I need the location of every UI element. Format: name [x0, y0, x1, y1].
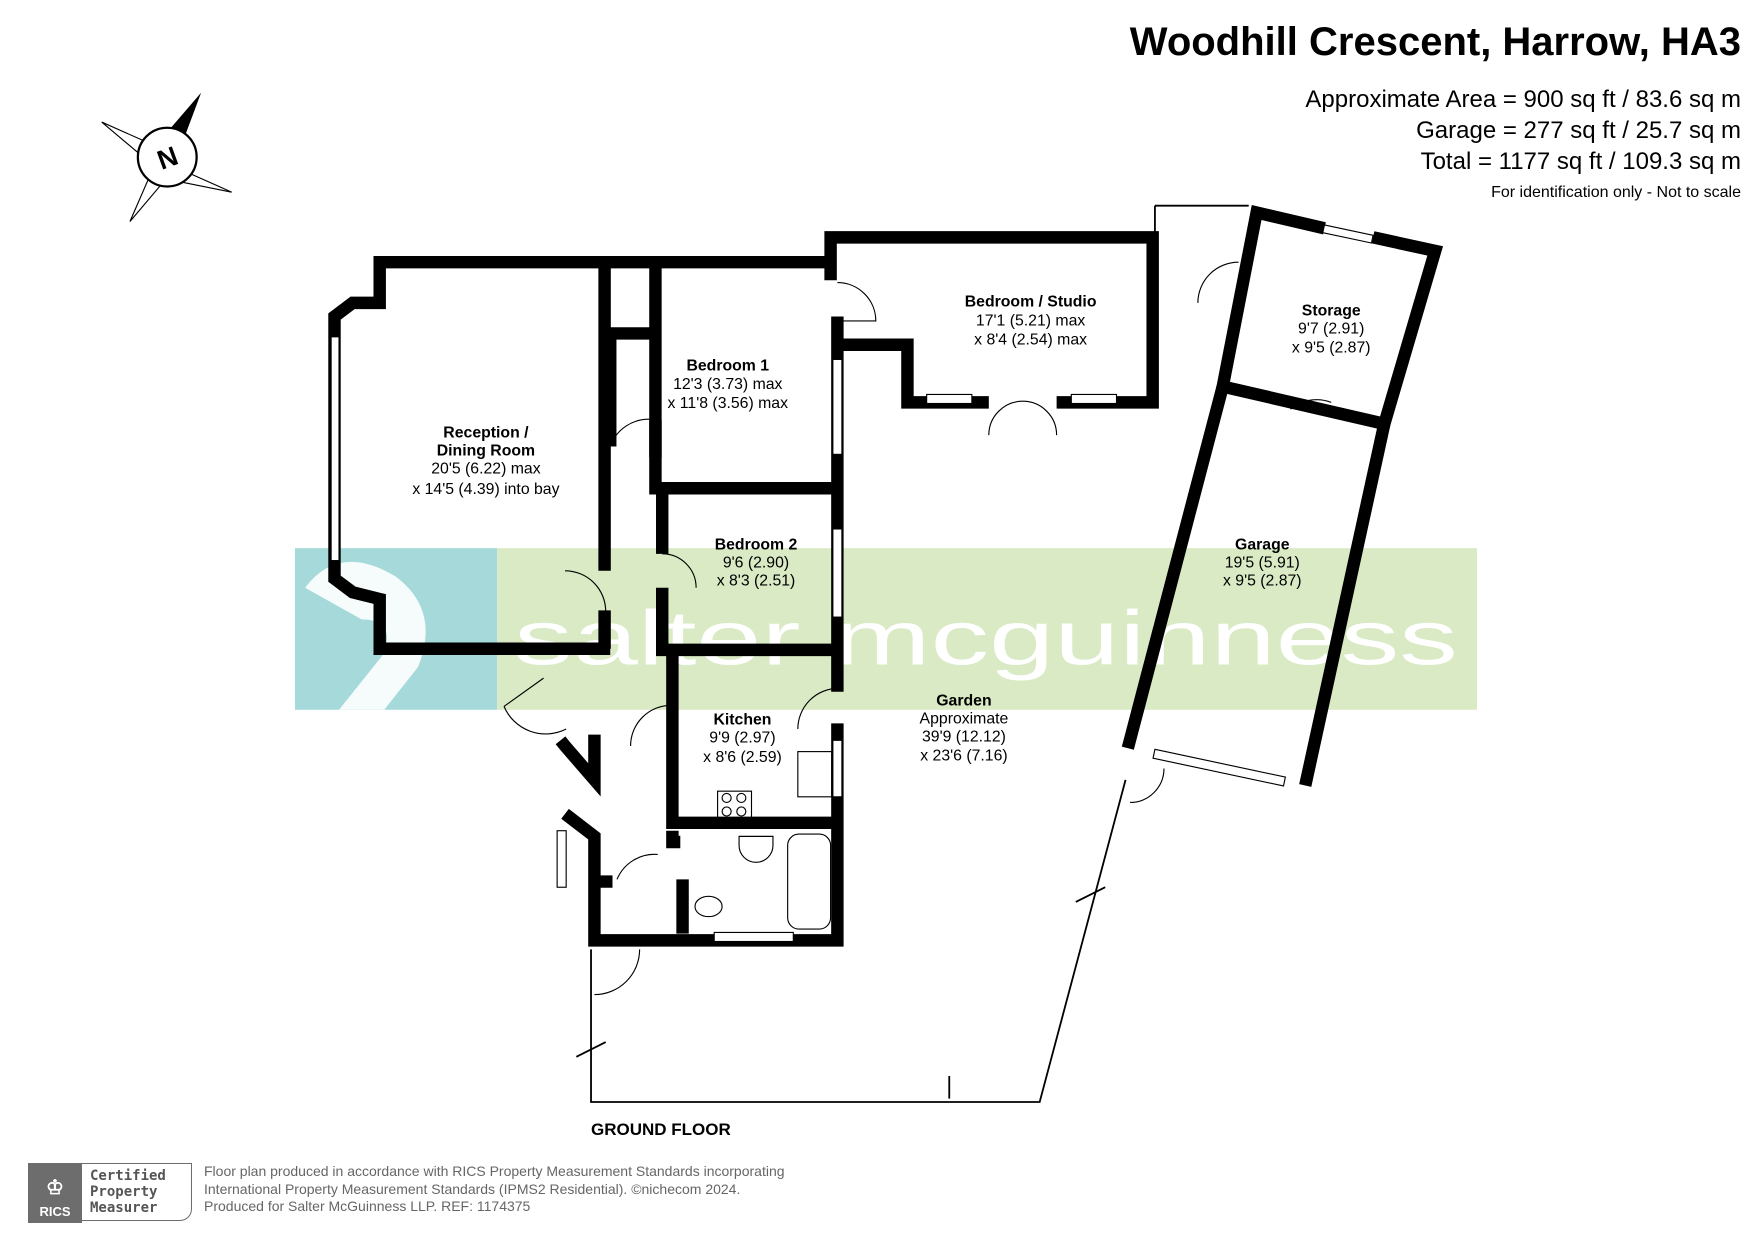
svg-text:19'5 (5.91): 19'5 (5.91) [1225, 554, 1300, 571]
svg-text:Garage: Garage [1235, 536, 1290, 553]
room-label-bedroom-2: Bedroom 2 9'6 (2.90) x 8'3 (2.51) [715, 536, 798, 589]
watermark-text: salter mcguinness [514, 596, 1458, 682]
approximate-area: Approximate Area = 900 sq ft / 83.6 sq m [1305, 86, 1741, 113]
compass-north-icon: N [101, 92, 232, 222]
window [832, 739, 843, 798]
svg-text:17'1 (5.21) max: 17'1 (5.21) max [976, 313, 1085, 330]
svg-text:Reception /: Reception / [443, 424, 529, 441]
svg-text:x 9'5 (2.87): x 9'5 (2.87) [1292, 340, 1371, 357]
bay-window [330, 336, 340, 562]
svg-text:20'5 (6.22) max: 20'5 (6.22) max [431, 461, 540, 478]
svg-text:12'3 (3.73) max: 12'3 (3.73) max [673, 376, 782, 393]
certified-measurer-badge: Certified Property Measurer [82, 1163, 192, 1221]
svg-text:Kitchen: Kitchen [713, 711, 771, 728]
svg-text:x 23'6 (7.16): x 23'6 (7.16) [920, 748, 1007, 765]
svg-text:Approximate: Approximate [920, 710, 1009, 727]
svg-text:x 11'8 (3.56) max: x 11'8 (3.56) max [668, 395, 789, 412]
svg-text:x 8'4 (2.54) max: x 8'4 (2.54) max [974, 332, 1087, 349]
bath-icon [787, 833, 832, 930]
basin-icon [738, 835, 774, 863]
floor-label: GROUND FLOOR [591, 1120, 731, 1139]
room-label-garden: Garden Approximate 39'9 (12.12) x 23'6 (… [920, 692, 1009, 764]
room-label-garage: Garage 19'5 (5.91) x 9'5 (2.87) [1223, 536, 1302, 589]
svg-text:x 8'6 (2.59): x 8'6 (2.59) [703, 749, 782, 766]
svg-text:Bedroom 1: Bedroom 1 [686, 358, 769, 375]
window [713, 931, 794, 943]
room-label-storage: Storage 9'7 (2.91) x 9'5 (2.87) [1292, 302, 1371, 356]
door-swings [503, 261, 1332, 996]
property-title: Woodhill Crescent, Harrow, HA3 [1129, 20, 1741, 64]
kitchen-fixtures [694, 751, 833, 930]
svg-text:Dining Room: Dining Room [437, 442, 535, 459]
window [832, 358, 843, 455]
svg-text:x 14'5 (4.39) into bay: x 14'5 (4.39) into bay [412, 481, 559, 498]
toilet-icon [694, 895, 723, 918]
window [832, 528, 843, 618]
garage-storage-walls [1121, 204, 1444, 787]
svg-text:x 9'5 (2.87): x 9'5 (2.87) [1223, 572, 1302, 589]
room-label-kitchen: Kitchen 9'9 (2.97) x 8'6 (2.59) [703, 711, 782, 765]
svg-text:Storage: Storage [1302, 302, 1361, 319]
room-label-bedroom-1: Bedroom 1 12'3 (3.73) max x 11'8 (3.56) … [668, 358, 789, 412]
window [1070, 393, 1118, 405]
window [556, 830, 567, 888]
garden-boundary-lower [590, 779, 1127, 1103]
rics-logo: ♔ RICS [28, 1163, 82, 1223]
scale-note: For identification only - Not to scale [1491, 184, 1741, 201]
svg-text:9'7 (2.91): 9'7 (2.91) [1298, 320, 1364, 337]
room-label-reception: Reception / Dining Room 20'5 (6.22) max … [412, 424, 559, 498]
window [926, 393, 973, 405]
svg-text:Garden: Garden [936, 692, 991, 709]
footer-disclaimer: Floor plan produced in accordance with R… [204, 1163, 785, 1214]
svg-text:x 8'3 (2.51): x 8'3 (2.51) [717, 572, 796, 589]
svg-text:39'9 (12.12): 39'9 (12.12) [922, 728, 1006, 745]
room-label-bedroom-studio: Bedroom / Studio 17'1 (5.21) max x 8'4 (… [965, 293, 1097, 348]
total-area: Total = 1177 sq ft / 109.3 sq m [1420, 148, 1741, 175]
footer: ♔ RICS Certified Property Measurer Floor… [28, 1163, 785, 1223]
svg-text:Bedroom / Studio: Bedroom / Studio [965, 293, 1097, 310]
svg-text:Bedroom 2: Bedroom 2 [715, 536, 798, 553]
svg-text:9'9 (2.97): 9'9 (2.97) [709, 730, 775, 747]
svg-text:9'6 (2.90): 9'6 (2.90) [723, 554, 789, 571]
lion-icon: ♔ [46, 1177, 64, 1199]
garage-area: Garage = 277 sq ft / 25.7 sq m [1416, 117, 1741, 144]
